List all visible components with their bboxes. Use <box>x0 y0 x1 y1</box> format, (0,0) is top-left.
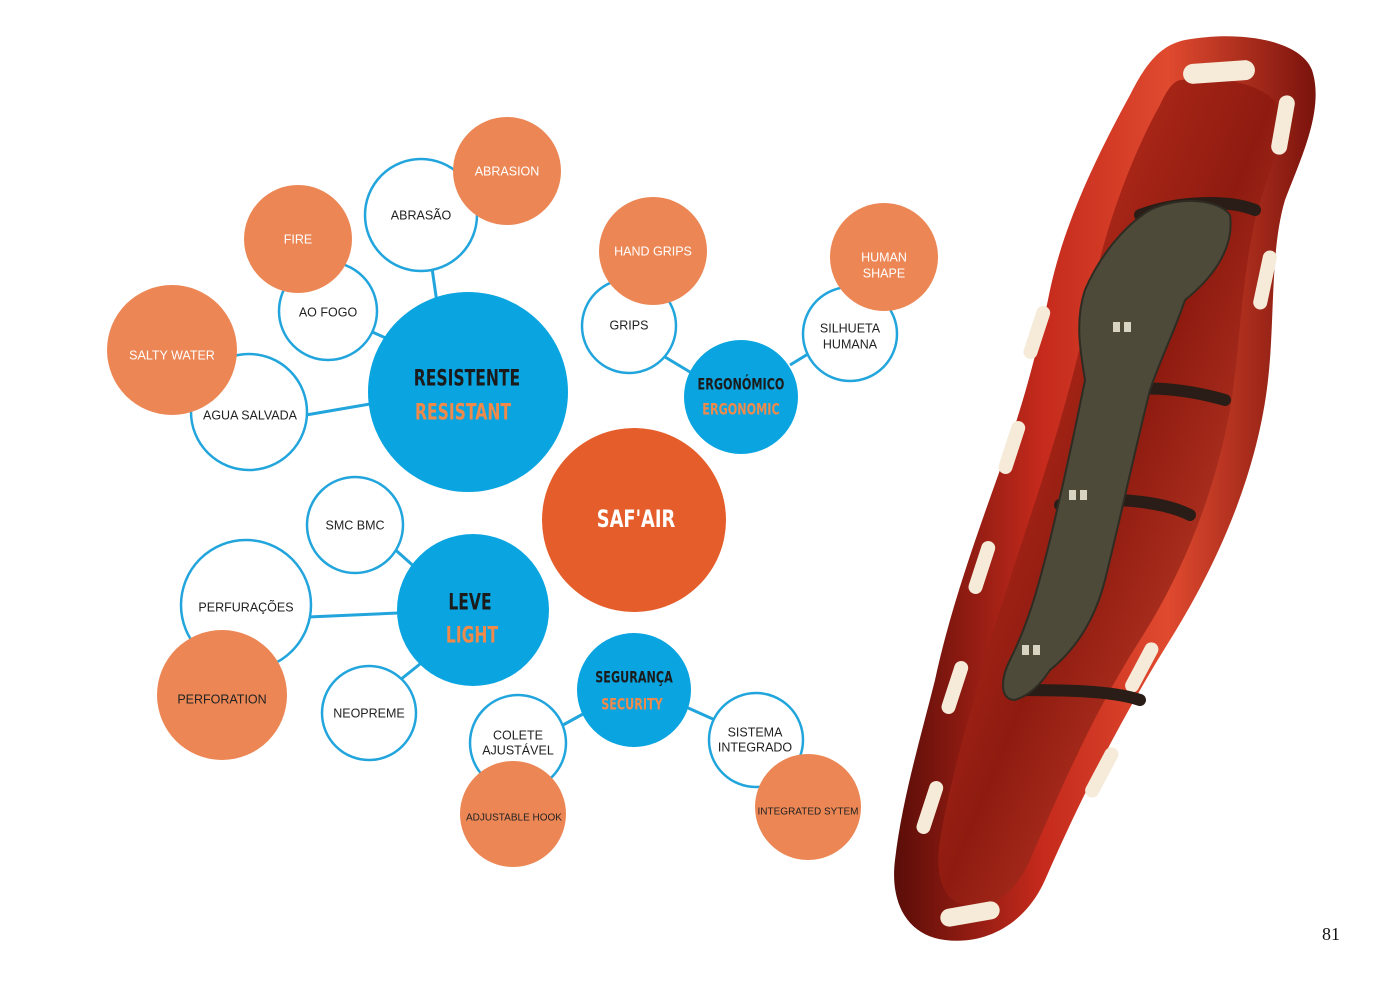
label-ergonomico-en: ERGONOMIC <box>702 401 779 420</box>
node-fire <box>244 185 352 293</box>
node-human-shape <box>830 203 938 311</box>
label-hand-grips: HAND GRIPS <box>614 244 692 258</box>
label-resistente-pt: RESISTENTE <box>414 366 520 391</box>
label-perfuracoes: PERFURAÇÕES <box>198 599 293 614</box>
category-circles <box>368 292 798 747</box>
label-grips: GRIPS <box>610 318 649 332</box>
harness-buckles <box>1022 322 1131 655</box>
label-salty-water: SALTY WATER <box>129 348 215 362</box>
label-silhueta-line1: SILHUETA <box>820 321 881 335</box>
label-colete-line1: COLETE <box>493 728 543 742</box>
buckle <box>1124 322 1131 332</box>
label-neopreme: NEOPREME <box>333 706 405 720</box>
node-neopreme <box>320 664 418 762</box>
label-silhueta-line2: HUMANA <box>823 337 878 351</box>
label-abrasion: ABRASION <box>475 164 540 178</box>
handle-slot <box>998 420 1026 474</box>
node-salty-water <box>107 285 237 415</box>
label-integrated-sytem: INTEGRATED SYTEM <box>758 807 859 818</box>
body-harness <box>1002 199 1232 702</box>
connector-silhueta <box>789 352 809 367</box>
page-number: 81 <box>1322 924 1340 944</box>
label-ao-fogo: AO FOGO <box>299 305 358 319</box>
node-ergonomico <box>684 340 798 454</box>
node-smc-bmc <box>305 475 405 575</box>
node-integrated-sytem <box>755 754 861 860</box>
buckle <box>1113 322 1120 332</box>
handle-slot <box>968 540 996 594</box>
handle-slot <box>1183 60 1255 84</box>
handle-slot <box>916 780 944 834</box>
connector-perfuracoes <box>307 611 399 619</box>
node-perforation <box>157 630 287 760</box>
connector-sistema <box>685 705 716 722</box>
node-center <box>542 428 726 612</box>
label-adjustable-hook: ADJUSTABLE HOOK <box>466 813 562 824</box>
label-fire: FIRE <box>284 232 312 246</box>
buckle <box>1022 645 1029 655</box>
label-resistente-en: RESISTANT <box>415 400 511 425</box>
translation-circles <box>107 117 938 867</box>
label-seguranca-en: SECURITY <box>601 696 663 715</box>
handle-slot <box>1085 747 1119 798</box>
label-smc-bmc: SMC BMC <box>325 518 384 532</box>
node-abrasion <box>453 117 561 225</box>
label-colete-line2: AJUSTÁVEL <box>482 742 554 757</box>
label-sistema-line2: INTEGRADO <box>718 740 793 754</box>
label-perforation: PERFORATION <box>177 692 266 706</box>
label-abrasao: ABRASÃO <box>391 208 452 222</box>
node-hand-grips <box>599 197 707 305</box>
connector-neopreme <box>399 662 421 682</box>
node-resistente <box>368 292 568 492</box>
handle-slot <box>1125 642 1159 693</box>
connector-colete <box>562 712 584 727</box>
label-ergonomico-pt: ERGONÓMICO <box>698 373 785 394</box>
handle-slot <box>940 901 1000 927</box>
label-seguranca-pt: SEGURANÇA <box>595 669 673 688</box>
handle-slot <box>941 660 969 714</box>
handle-slot <box>1253 250 1277 310</box>
label-center: SAF'AIR <box>597 505 675 533</box>
handle-slot <box>1023 305 1051 359</box>
connector-agua-salvada <box>305 402 371 417</box>
stretcher-illustration <box>894 36 1316 941</box>
label-leve-pt: LEVE <box>448 590 491 615</box>
node-adjustable-hook <box>460 761 566 867</box>
buckle <box>1069 490 1076 500</box>
buckle <box>1033 645 1040 655</box>
handle-slots <box>916 60 1295 927</box>
label-agua-salvada: AGUA SALVADA <box>203 408 298 422</box>
label-human-shape-line2: SHAPE <box>863 266 905 280</box>
handle-slot <box>1271 95 1295 155</box>
node-leve <box>397 534 549 686</box>
node-seguranca <box>577 633 691 747</box>
buckle <box>1080 490 1087 500</box>
label-leve-en: LIGHT <box>446 623 498 648</box>
label-sistema-line1: SISTEMA <box>728 725 784 739</box>
connector-abrasao <box>430 267 439 304</box>
label-human-shape-line1: HUMAN <box>861 250 907 264</box>
